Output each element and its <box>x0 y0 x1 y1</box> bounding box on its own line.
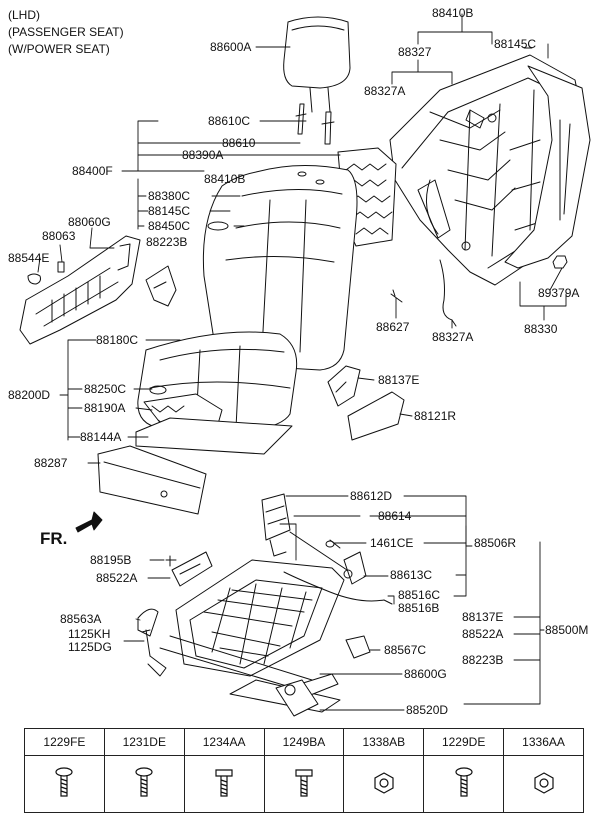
callout-88390a: 88390A <box>182 148 224 162</box>
callout-88520d: 88520D <box>406 703 449 717</box>
callout-88506r: 88506R <box>474 536 517 550</box>
callout-88250c: 88250C <box>84 382 127 396</box>
clip-88627-drawing <box>390 289 403 303</box>
callout-88610: 88610 <box>222 136 256 150</box>
callout-88400f: 88400F <box>72 164 113 178</box>
callout-88223b: 88223B <box>146 235 188 249</box>
callout-88200d: 88200D <box>8 388 51 402</box>
leader-lines <box>37 13 567 711</box>
callout-88223b-right: 88223B <box>462 653 504 667</box>
bracket-88223b-drawing <box>145 265 177 307</box>
grommet-1461ce-drawing <box>325 540 335 548</box>
callout-1125kh: 1125KH <box>68 627 111 641</box>
callout-88522a-right: 88522A <box>462 627 504 641</box>
motor-88520d-drawing <box>275 679 319 717</box>
fastener-code: 1229DE <box>423 728 505 756</box>
bolt-1125kh-drawing <box>141 629 167 677</box>
bolt-icon <box>295 768 313 797</box>
callout-88137e-top: 88137E <box>378 373 420 387</box>
callout-1125dg: 1125DG <box>68 640 112 654</box>
callout-88612d: 88612D <box>350 489 393 503</box>
callout-88180c: 88180C <box>96 333 139 347</box>
callout-88516c: 88516C <box>398 588 441 602</box>
header-power-seat: (W/POWER SEAT) <box>8 42 110 56</box>
bolt-icon <box>215 768 233 797</box>
callout-88614: 88614 <box>378 509 412 523</box>
callout-88380c: 88380C <box>148 189 191 203</box>
callout-88137e-right: 88137E <box>462 610 504 624</box>
fastener-icon-row <box>24 755 584 813</box>
callout-88145c-left: 88145C <box>148 204 191 218</box>
fastener-code: 1234AA <box>183 728 265 756</box>
callout-88600g: 88600G <box>404 667 447 681</box>
fastener-code: 1249BA <box>263 728 345 756</box>
front-arrow-icon <box>75 511 103 533</box>
bracket-88522a-drawing <box>171 551 213 587</box>
callout-88600a: 88600A <box>210 40 252 54</box>
recliner-cover-drawing <box>327 365 361 407</box>
headrest-guide-drawing <box>295 103 335 145</box>
cover-88544e-drawing <box>27 273 41 285</box>
callout-88410b-left: 88410B <box>204 172 246 186</box>
callout-88327a-bottom: 88327A <box>432 330 474 344</box>
callout-88500m: 88500M <box>545 623 589 637</box>
callout-1461ce: 1461CE <box>370 536 414 550</box>
header-passenger-seat: (PASSENGER SEAT) <box>8 25 124 39</box>
callout-88144a: 88144A <box>80 430 122 444</box>
callout-88063: 88063 <box>42 229 76 243</box>
callout-89379a: 89379A <box>538 286 580 300</box>
fastener-code: 1336AA <box>503 728 584 756</box>
screw-icon <box>135 766 153 797</box>
bolt-88195b-drawing <box>165 555 177 567</box>
callout-88610c: 88610C <box>208 114 251 128</box>
fastener-code: 1229FE <box>24 728 105 756</box>
callout-88190a: 88190A <box>84 401 126 415</box>
side-cover-88121r-drawing <box>347 391 405 441</box>
diagram-artwork <box>19 13 591 717</box>
callout-88327: 88327 <box>398 45 432 59</box>
callout-88627: 88627 <box>376 320 410 334</box>
callout-88145c-top: 88145C <box>494 37 537 51</box>
lumbar-cable-drawing <box>425 179 457 327</box>
nut-icon <box>374 771 394 794</box>
side-shield-drawing <box>19 235 141 345</box>
fastener-table: 1229FE 1231DE 1234AA 1249BA 1338AB 1229D… <box>24 728 584 813</box>
callout-88121r: 88121R <box>414 409 457 423</box>
fastener-code: 1231DE <box>103 728 185 756</box>
seat-back-panel-drawing <box>504 65 591 269</box>
front-trim-drawing <box>97 445 207 515</box>
cushion-pan-drawing <box>135 417 293 455</box>
callout-88567c: 88567C <box>384 643 427 657</box>
callout-88195b: 88195B <box>90 553 132 567</box>
callout-88563a: 88563A <box>60 612 102 626</box>
connector-88567c-drawing <box>345 635 371 659</box>
nut-icon <box>533 771 554 794</box>
fastener-code-row: 1229FE 1231DE 1234AA 1249BA 1338AB 1229D… <box>24 728 584 756</box>
header-lhd: (LHD) <box>8 8 40 22</box>
callout-88410b-top: 88410B <box>432 6 474 20</box>
callout-88330: 88330 <box>524 322 558 336</box>
knob-88063-drawing <box>57 261 65 273</box>
screw-icon <box>55 766 74 797</box>
callout-88544e: 88544E <box>8 251 50 265</box>
seat-track-drawing <box>159 559 345 713</box>
screw-icon <box>455 766 473 797</box>
callout-88516b: 88516B <box>398 601 440 615</box>
headrest-drawing <box>283 16 351 113</box>
fastener-code: 1338AB <box>343 728 425 756</box>
callout-88613c: 88613C <box>390 568 433 582</box>
callout-88060g: 88060G <box>68 215 111 229</box>
callout-88522a-left: 88522A <box>96 571 138 585</box>
callout-88287: 88287 <box>34 456 68 470</box>
clip-89379a-drawing <box>552 255 568 269</box>
callout-88327a-top: 88327A <box>364 84 406 98</box>
front-direction-label: FR. <box>40 529 68 548</box>
cover-88563a-drawing <box>137 608 159 637</box>
height-motor-drawing <box>261 493 291 557</box>
callout-88450c: 88450C <box>148 219 191 233</box>
